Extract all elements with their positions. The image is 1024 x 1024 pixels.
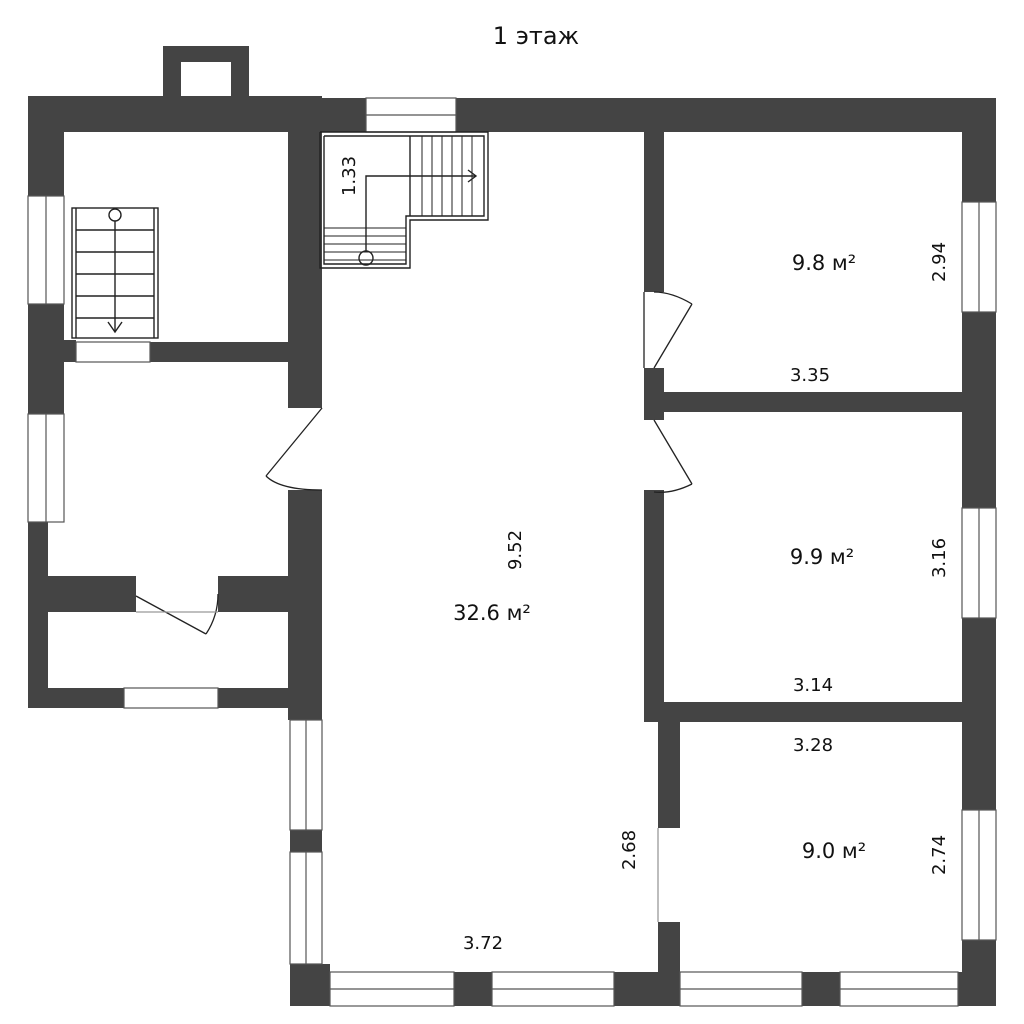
doorway-opening — [75, 341, 151, 363]
outer-wall — [454, 972, 492, 1006]
outer-wall — [962, 618, 996, 810]
window — [27, 195, 65, 305]
inner-wall — [644, 132, 664, 292]
left-staircase — [71, 207, 159, 339]
window — [961, 507, 997, 619]
window — [679, 971, 803, 1007]
outer-wall — [306, 98, 366, 132]
inner-wall — [64, 340, 76, 362]
window — [27, 413, 65, 523]
room3-area-label: 9.0 м² — [802, 839, 866, 863]
room2-width-label: 3.14 — [793, 675, 833, 696]
watermark-text: Домклик — [74, 972, 178, 996]
hall-width-label: 3.72 — [463, 933, 503, 954]
outer-wall — [290, 964, 330, 1006]
entrance-opening — [123, 687, 219, 709]
floor-title: 1 этаж — [493, 22, 579, 50]
inner-wall — [644, 368, 664, 420]
room2-depth-label: 3.16 — [929, 538, 950, 578]
window — [289, 719, 323, 831]
doors — [135, 291, 693, 922]
outer-wall — [456, 98, 996, 132]
room1-width-label: 3.35 — [790, 365, 830, 386]
outer-wall — [958, 972, 996, 1006]
chimney-wall — [163, 46, 181, 98]
room1-depth-label: 2.94 — [929, 242, 950, 282]
room3-depth-label: 2.74 — [929, 835, 950, 875]
stair-width-label: 1.33 — [339, 156, 360, 196]
area-labels: 32.6 м² 9.8 м² 9.9 м² 9.0 м² — [453, 251, 866, 863]
outer-wall — [802, 972, 840, 1006]
outer-wall — [28, 522, 48, 708]
door-swing — [135, 593, 219, 635]
window — [329, 971, 455, 1007]
window — [365, 97, 457, 133]
inner-wall — [644, 702, 962, 722]
chimney-wall — [163, 46, 249, 62]
outer-wall — [290, 830, 322, 852]
walls — [28, 46, 996, 1006]
outer-wall — [28, 96, 306, 132]
outer-wall — [962, 312, 996, 508]
inner-wall — [658, 922, 680, 1006]
room3-width-label: 3.28 — [793, 735, 833, 756]
room2-area-label: 9.9 м² — [790, 545, 854, 569]
outer-wall — [28, 96, 64, 196]
door-swing — [643, 291, 693, 369]
inner-wall — [48, 576, 136, 612]
room1-area-label: 9.8 м² — [792, 251, 856, 275]
window — [839, 971, 959, 1007]
window — [961, 809, 997, 941]
inner-wall — [150, 342, 306, 362]
inner-wall — [288, 490, 322, 720]
hall-length-label: 9.52 — [505, 530, 526, 570]
main-staircase — [319, 131, 489, 269]
windows — [27, 97, 997, 1007]
outer-wall — [962, 98, 996, 202]
chimney-wall — [231, 46, 249, 98]
dimension-labels: 1.33 9.52 3.72 2.68 3.35 2.94 3.14 3.16 … — [339, 156, 950, 954]
inner-wall — [664, 392, 962, 412]
outer-wall — [28, 688, 124, 708]
hall-side-label: 2.68 — [619, 830, 640, 870]
door-swing — [265, 407, 323, 491]
watermark: Домклик — [36, 964, 178, 998]
window — [961, 201, 997, 313]
inner-wall — [288, 96, 322, 408]
inner-wall — [658, 720, 680, 828]
door-swing — [653, 419, 693, 493]
window — [491, 971, 615, 1007]
house-logo-icon — [36, 964, 68, 998]
inner-wall — [644, 490, 664, 720]
window — [289, 851, 323, 965]
hall-area-label: 32.6 м² — [453, 601, 531, 625]
outer-wall — [28, 304, 64, 414]
